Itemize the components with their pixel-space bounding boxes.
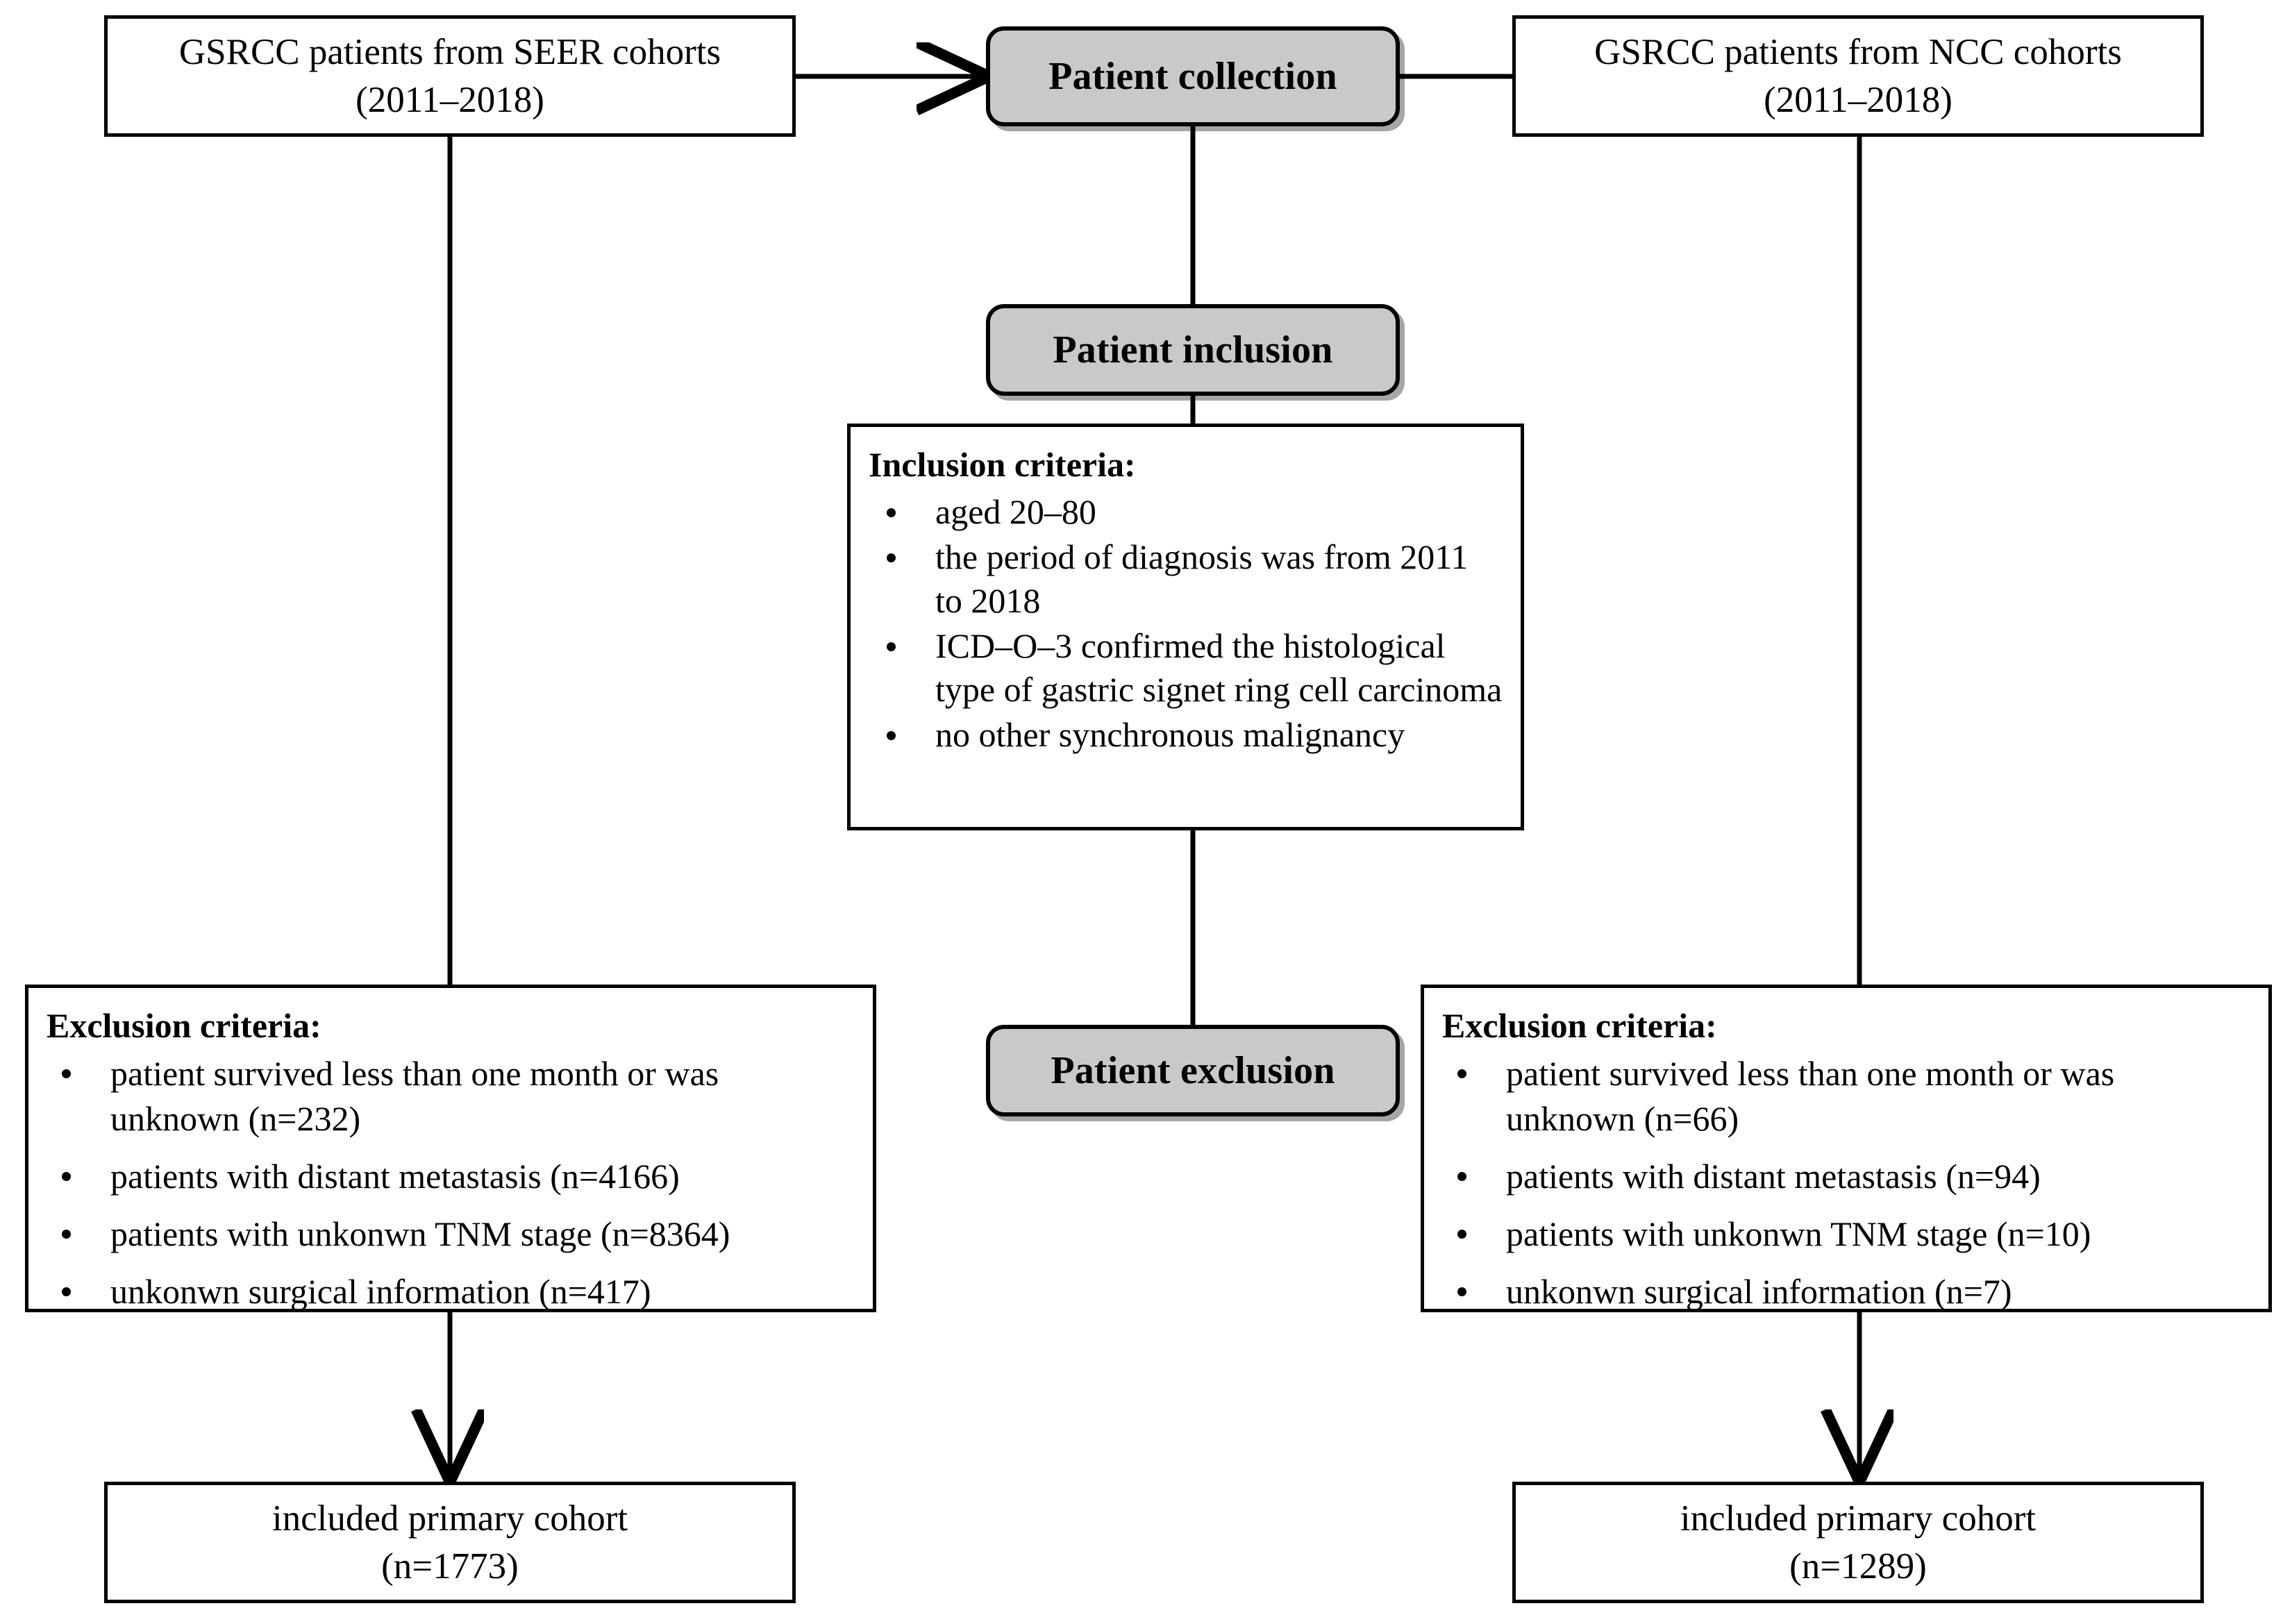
- bullet-icon: [887, 553, 896, 562]
- stage-patient-exclusion[interactable]: Patient exclusion: [986, 1025, 1400, 1116]
- list-item: patients with distant metastasis (n=4166…: [47, 1154, 855, 1199]
- list-item: aged 20–80: [869, 490, 1503, 534]
- bullet-icon: [1457, 1069, 1466, 1078]
- exclusion-criteria-ncc-item-text: patient survived less than one month or …: [1506, 1054, 2115, 1138]
- exclusion-criteria-seer-list: patient survived less than one month or …: [47, 1051, 855, 1314]
- outcome-ncc-line2: (n=1289): [1789, 1546, 1927, 1587]
- list-item: unkonwn surgical information (n=417): [47, 1269, 855, 1314]
- exclusion-criteria-seer-item-text: patient survived less than one month or …: [110, 1054, 719, 1138]
- bullet-icon: [887, 508, 896, 517]
- bullet-icon: [1457, 1172, 1466, 1181]
- source-box-ncc: GSRCC patients from NCC cohorts (2011–20…: [1512, 15, 2204, 137]
- source-ncc-line1: GSRCC patients from NCC cohorts: [1594, 31, 2122, 72]
- outcome-seer-line1: included primary cohort: [271, 1498, 628, 1539]
- bullet-icon: [1457, 1230, 1466, 1239]
- exclusion-criteria-ncc-item-text: patients with distant metastasis (n=94): [1506, 1157, 2041, 1196]
- bullet-icon: [62, 1069, 71, 1078]
- bullet-icon: [1457, 1287, 1466, 1296]
- exclusion-criteria-seer-title: Exclusion criteria:: [47, 1006, 321, 1045]
- outcome-seer-line2: (n=1773): [381, 1546, 519, 1587]
- exclusion-criteria-box-seer: Exclusion criteria: patient survived les…: [25, 985, 876, 1312]
- list-item: patient survived less than one month or …: [47, 1051, 855, 1141]
- inclusion-criteria-item-text: no other synchronous malignancy: [935, 715, 1405, 754]
- bullet-icon: [62, 1230, 71, 1239]
- stage-patient-inclusion-label: Patient inclusion: [1053, 328, 1333, 371]
- stage-patient-collection-label: Patient collection: [1048, 55, 1337, 98]
- list-item: the period of diagnosis was from 2011 to…: [869, 535, 1503, 623]
- inclusion-criteria-item-text: aged 20–80: [935, 492, 1096, 531]
- outcome-box-ncc: included primary cohort (n=1289): [1512, 1482, 2204, 1603]
- source-box-seer: GSRCC patients from SEER cohorts (2011–2…: [104, 15, 796, 137]
- exclusion-criteria-ncc-item-text: patients with unkonwn TNM stage (n=10): [1506, 1214, 2091, 1253]
- exclusion-criteria-ncc-title: Exclusion criteria:: [1442, 1006, 1717, 1045]
- bullet-icon: [887, 731, 896, 740]
- exclusion-criteria-seer-item-text: unkonwn surgical information (n=417): [110, 1272, 651, 1311]
- source-ncc-line2: (2011–2018): [1764, 79, 1952, 120]
- inclusion-criteria-list: aged 20–80 the period of diagnosis was f…: [869, 490, 1503, 757]
- source-seer-line2: (2011–2018): [356, 79, 544, 120]
- inclusion-criteria-item-text: the period of diagnosis was from 2011 to…: [935, 537, 1469, 620]
- inclusion-criteria-title: Inclusion criteria:: [869, 445, 1136, 484]
- list-item: no other synchronous malignancy: [869, 713, 1503, 757]
- bullet-icon: [62, 1172, 71, 1181]
- exclusion-criteria-ncc-item-text: unkonwn surgical information (n=7): [1506, 1272, 2012, 1311]
- exclusion-criteria-seer-item-text: patients with distant metastasis (n=4166…: [110, 1157, 680, 1196]
- exclusion-criteria-ncc-list: patient survived less than one month or …: [1442, 1051, 2250, 1314]
- exclusion-criteria-seer-item-text: patients with unkonwn TNM stage (n=8364): [110, 1214, 730, 1253]
- bullet-icon: [887, 642, 896, 651]
- bullet-icon: [62, 1287, 71, 1296]
- list-item: ICD–O–3 confirmed the histological type …: [869, 624, 1503, 712]
- stage-patient-inclusion[interactable]: Patient inclusion: [986, 304, 1400, 396]
- outcome-ncc-line1: included primary cohort: [1680, 1498, 2037, 1539]
- source-seer-line1: GSRCC patients from SEER cohorts: [178, 31, 721, 72]
- list-item: patient survived less than one month or …: [1442, 1051, 2250, 1141]
- list-item: patients with unkonwn TNM stage (n=8364): [47, 1212, 855, 1257]
- exclusion-criteria-box-ncc: Exclusion criteria: patient survived les…: [1421, 985, 2272, 1312]
- stage-patient-exclusion-label: Patient exclusion: [1051, 1049, 1335, 1092]
- inclusion-criteria-box: Inclusion criteria: aged 20–80 the perio…: [847, 424, 1524, 830]
- list-item: patients with unkonwn TNM stage (n=10): [1442, 1212, 2250, 1257]
- outcome-box-seer: included primary cohort (n=1773): [104, 1482, 796, 1603]
- inclusion-criteria-item-text: ICD–O–3 confirmed the histological type …: [935, 626, 1503, 709]
- list-item: unkonwn surgical information (n=7): [1442, 1269, 2250, 1314]
- stage-patient-collection[interactable]: Patient collection: [986, 26, 1400, 126]
- list-item: patients with distant metastasis (n=94): [1442, 1154, 2250, 1199]
